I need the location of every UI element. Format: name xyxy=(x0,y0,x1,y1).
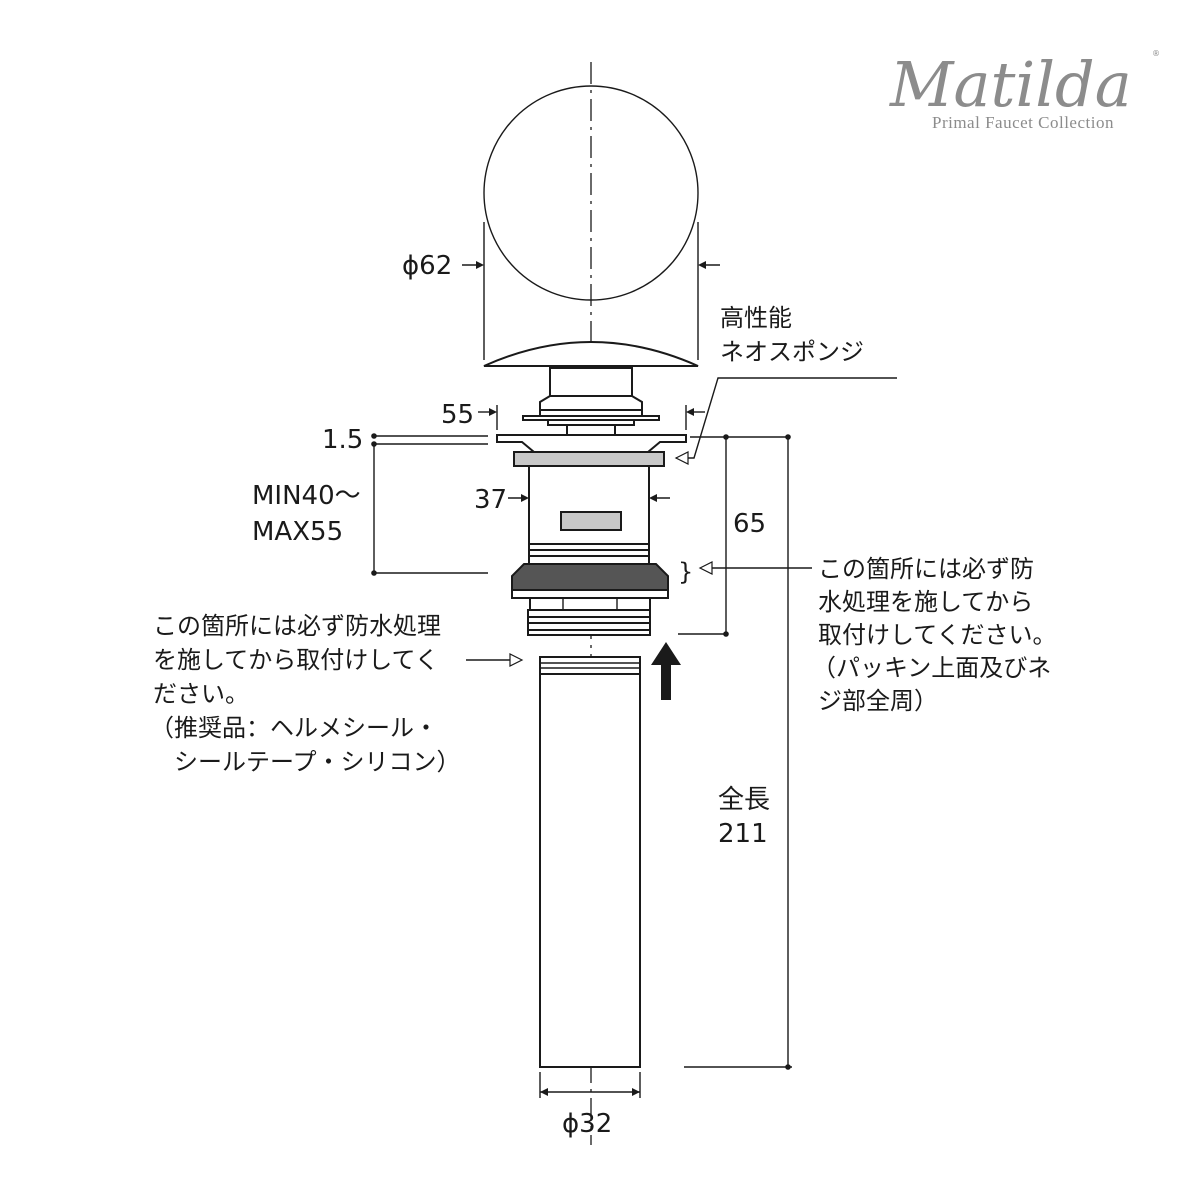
neo-sponge xyxy=(513,451,665,467)
flange-width-dimension: 55 xyxy=(441,400,705,430)
cap-diameter-dimension: ϕ62 xyxy=(402,251,720,281)
gasket xyxy=(511,563,669,591)
drain-body xyxy=(528,465,650,565)
left-waterproof-callout: この箇所には必ず防水処理 を施してから取付けしてく ださい。 （推奨品：ヘルメシ… xyxy=(150,612,524,776)
flange-width-label: 55 xyxy=(441,400,474,430)
logo-registered-mark: ® xyxy=(1152,49,1160,58)
upper-height-dimension: 65 xyxy=(678,434,790,637)
right-note-line4: （パッキン上面及びネ xyxy=(812,654,1051,682)
total-length-value: 211 xyxy=(718,819,768,849)
counter-thickness-dimension: 1.5 MIN40～ MAX55 xyxy=(252,425,488,576)
left-note-line2: を施してから取付けしてく xyxy=(153,646,439,674)
left-note-line4: （推奨品：ヘルメシール・ xyxy=(150,714,438,742)
sponge-callout: 高性能 ネオスポンジ xyxy=(674,304,897,465)
body-diameter-label: 37 xyxy=(474,485,507,515)
lock-nut-thread xyxy=(511,589,669,636)
body-diameter-dimension: 37 xyxy=(474,485,670,515)
upper-height-label: 65 xyxy=(733,509,766,539)
right-note-line1: この箇所には必ず防 xyxy=(818,555,1034,583)
flange-thickness-label: 1.5 xyxy=(322,425,363,455)
right-note-line5: ジ部全周） xyxy=(818,687,938,715)
left-note-line3: ださい。 xyxy=(153,680,249,708)
total-length-label: 全長 xyxy=(718,785,770,815)
logo-tagline: Primal Faucet Collection xyxy=(932,113,1114,132)
brace-mark: } xyxy=(678,558,693,586)
pipe-diameter-dimension: ϕ32 xyxy=(539,1072,641,1139)
brand-logo: Matilda ® Primal Faucet Collection xyxy=(889,48,1160,132)
tail-pipe xyxy=(539,656,641,1068)
flange xyxy=(496,434,687,453)
total-length-dimension: 全長 211 xyxy=(684,434,792,1070)
left-note-line1: この箇所には必ず防水処理 xyxy=(153,612,441,640)
plug-stem xyxy=(522,367,660,436)
right-note-line3: 取付けしてください。 xyxy=(818,621,1057,649)
thickness-max-label: MAX55 xyxy=(252,517,343,547)
sponge-label-line1: 高性能 xyxy=(720,304,792,332)
assembly-up-arrow xyxy=(651,642,681,700)
left-note-line5: シールテープ・シリコン） xyxy=(150,748,461,776)
thickness-min-label: MIN40～ xyxy=(252,481,361,511)
right-waterproof-callout: } この箇所には必ず防 水処理を施してから 取付けしてください。 （パッキン上面… xyxy=(678,555,1057,715)
right-note-line2: 水処理を施してから xyxy=(818,588,1033,616)
plug-cap xyxy=(483,85,699,367)
logo-name: Matilda xyxy=(889,48,1132,121)
pipe-diameter-label: ϕ32 xyxy=(562,1109,612,1139)
sponge-label-line2: ネオスポンジ xyxy=(720,338,864,366)
cap-diameter-label: ϕ62 xyxy=(402,251,452,281)
